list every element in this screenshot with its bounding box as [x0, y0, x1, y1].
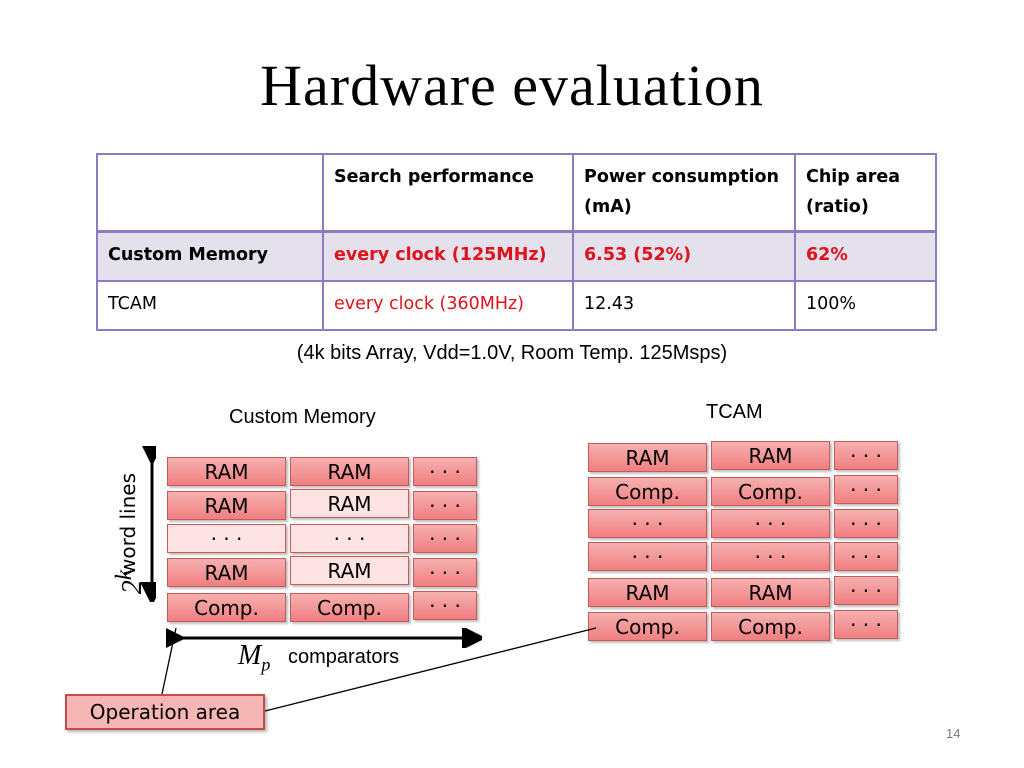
memory-cell: · · · [413, 524, 477, 553]
comparators-arrow-icon [166, 628, 482, 648]
table-caption: (4k bits Array, Vdd=1.0V, Room Temp. 125… [296, 342, 728, 364]
tcam-cell: · · · [711, 509, 830, 538]
memory-cell: · · · [167, 524, 286, 553]
memory-cell: · · · [413, 491, 477, 520]
word-lines-arrow-icon [140, 446, 156, 602]
evaluation-table: Search performance Power consumption (mA… [96, 153, 937, 331]
tcam-cell: RAM [711, 441, 830, 470]
tcam-cell: · · · [834, 576, 898, 605]
table-cell: TCAM [96, 280, 324, 331]
table-header-cell: Power consumption (mA) [572, 153, 796, 233]
tcam-label: TCAM [706, 401, 763, 423]
tcam-cell: RAM [711, 578, 830, 607]
tcam-cell: Comp. [588, 477, 707, 506]
tcam-cell: · · · [834, 509, 898, 538]
comparators-label: comparators [288, 646, 400, 668]
memory-cell: RAM [167, 491, 286, 520]
operation-area-box: Operation area [65, 694, 265, 730]
memory-cell: RAM [167, 558, 286, 587]
table-cell: 12.43 [572, 280, 796, 331]
word-lines-exponent: k [110, 569, 137, 581]
memory-cell: RAM [290, 489, 409, 518]
table-row: Custom Memory every clock (125MHz) 6.53 … [96, 230, 937, 282]
tcam-cell: RAM [588, 443, 707, 472]
tcam-cell: · · · [834, 441, 898, 470]
memory-cell: · · · [413, 457, 477, 486]
custom-memory-label: Custom Memory [229, 406, 376, 428]
word-lines-label: word lines [116, 472, 140, 576]
table-cell: 100% [794, 280, 937, 331]
table-cell: 62% [794, 230, 937, 282]
memory-cell: · · · [290, 524, 409, 553]
memory-cell: RAM [290, 556, 409, 585]
word-lines-symbol: 2k [110, 569, 149, 595]
table-cell: 6.53 (52%) [572, 230, 796, 282]
table-cell: every clock (360MHz) [322, 280, 574, 331]
tcam-cell: Comp. [711, 477, 830, 506]
table-header-cell: Chip area (ratio) [794, 153, 937, 233]
tcam-cell: · · · [834, 475, 898, 504]
slide-title: Hardware evaluation [260, 53, 764, 118]
tcam-cell: Comp. [588, 612, 707, 641]
tcam-cell: · · · [834, 610, 898, 639]
memory-cell: Comp. [167, 593, 286, 622]
tcam-cell: · · · [588, 509, 707, 538]
comparators-symbol: Mp [238, 640, 271, 675]
table-cell: every clock (125MHz) [322, 230, 574, 282]
comparators-subscript: p [261, 654, 271, 675]
memory-cell: RAM [290, 457, 409, 486]
memory-cell: · · · [413, 558, 477, 587]
memory-cell: Comp. [290, 593, 409, 622]
table-row: TCAM every clock (360MHz) 12.43 100% [96, 280, 937, 331]
tcam-cell: RAM [588, 578, 707, 607]
tcam-cell: · · · [588, 542, 707, 571]
table-header-cell [96, 153, 324, 233]
tcam-cell: Comp. [711, 612, 830, 641]
table-header-cell: Search performance [322, 153, 574, 233]
memory-cell: RAM [167, 457, 286, 486]
tcam-cell: · · · [834, 542, 898, 571]
table-header-row: Search performance Power consumption (mA… [96, 153, 937, 233]
memory-cell: · · · [413, 591, 477, 620]
page-number: 14 [946, 726, 961, 741]
tcam-cell: · · · [711, 542, 830, 571]
table-cell: Custom Memory [96, 230, 324, 282]
